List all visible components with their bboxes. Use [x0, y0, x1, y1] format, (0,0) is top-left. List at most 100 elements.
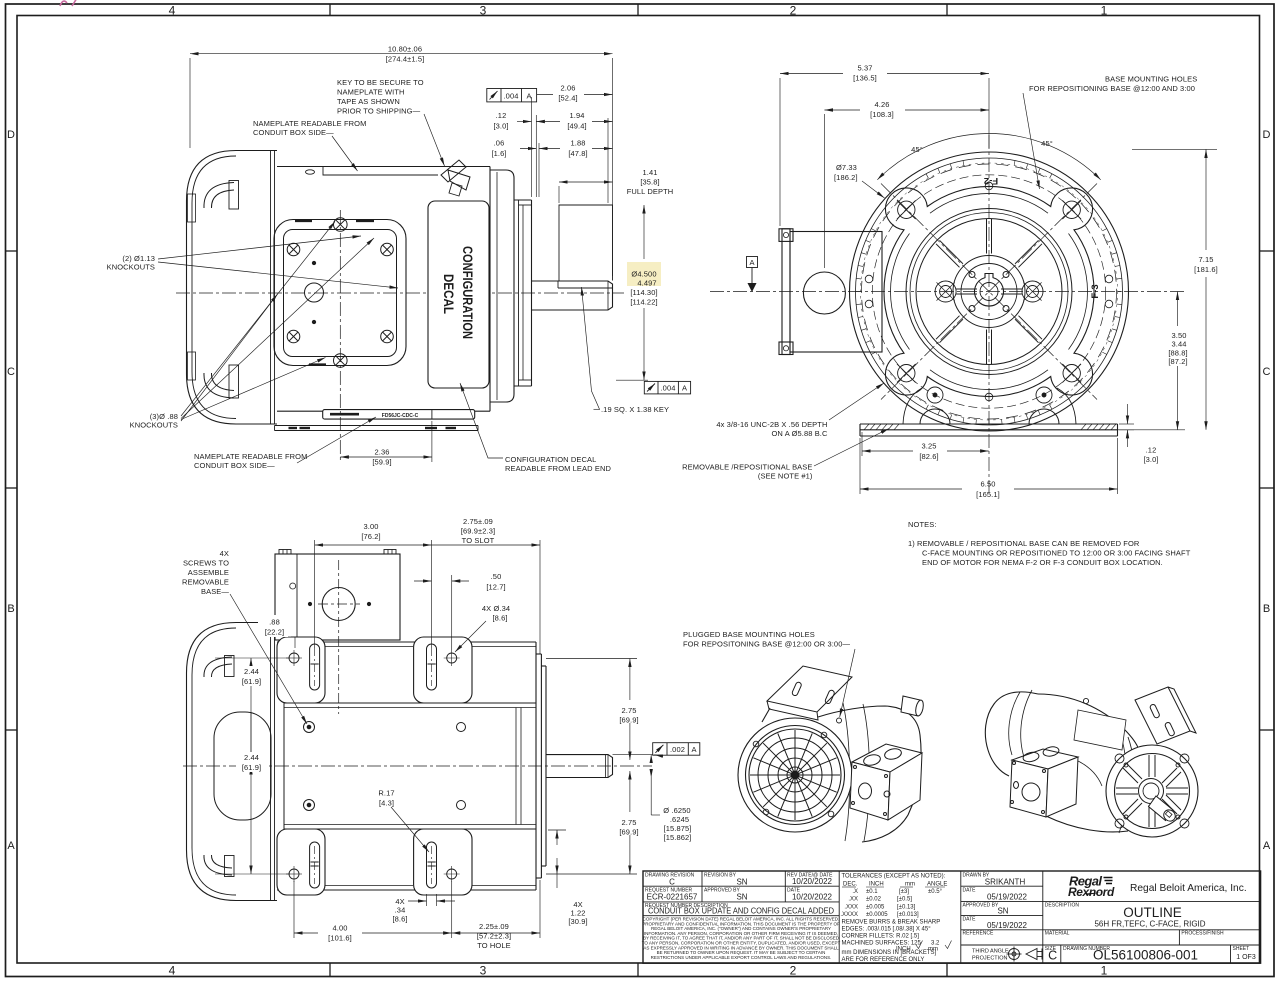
svg-text:CONDUIT BOX SIDE—: CONDUIT BOX SIDE—: [194, 461, 275, 470]
svg-text:A: A: [682, 384, 687, 393]
svg-text:[101.6]: [101.6]: [328, 934, 352, 943]
svg-text:NAMEPLATE READABLE FROM: NAMEPLATE READABLE FROM: [194, 452, 307, 461]
svg-text:A: A: [7, 840, 15, 852]
svg-text:ANGLE: ANGLE: [927, 882, 947, 888]
svg-text:DATE: DATE: [963, 917, 977, 923]
svg-text:[165.1]: [165.1]: [976, 490, 1000, 499]
svg-text:PRIOR TO SHIPPING—: PRIOR TO SHIPPING—: [337, 107, 421, 116]
svg-text:.50: .50: [491, 572, 502, 581]
svg-text:.XXX: .XXX: [844, 905, 858, 911]
svg-text:.XX: .XX: [848, 897, 858, 903]
svg-text:F-2: F-2: [984, 175, 998, 186]
svg-text:[87.2]: [87.2]: [1168, 357, 1187, 366]
svg-text:APPROVED BY: APPROVED BY: [963, 903, 1000, 909]
svg-text:[59.9]: [59.9]: [372, 458, 391, 467]
svg-text:APPROVED BY: APPROVED BY: [704, 888, 741, 894]
svg-text:DRAWING REVISION: DRAWING REVISION: [645, 873, 695, 879]
svg-text:3.50: 3.50: [1172, 331, 1187, 340]
svg-text:.X: .X: [852, 889, 858, 895]
svg-text:PLUGGED BASE MOUNTING HOLES: PLUGGED BASE MOUNTING HOLES: [683, 630, 815, 639]
svg-text:SHEET: SHEET: [1233, 946, 1250, 952]
svg-text:REMOVABLE: REMOVABLE: [182, 578, 229, 587]
svg-text:C: C: [669, 878, 675, 887]
svg-text:[61.9]: [61.9]: [242, 763, 261, 772]
svg-text:05/19/2022: 05/19/2022: [987, 921, 1028, 930]
svg-text:.34: .34: [395, 906, 406, 915]
svg-text:±0.1: ±0.1: [866, 889, 878, 895]
svg-text:4.26: 4.26: [875, 100, 890, 109]
svg-text:3: 3: [480, 4, 487, 18]
svg-text:[22.2]: [22.2]: [265, 628, 284, 637]
svg-text:[±3]: [±3]: [899, 889, 909, 895]
svg-text:[49.4]: [49.4]: [567, 122, 586, 131]
svg-text:TAPE AS SHOWN: TAPE AS SHOWN: [337, 97, 400, 106]
svg-text:ON A Ø5.88 B.C: ON A Ø5.88 B.C: [771, 429, 827, 438]
svg-text:3: 3: [480, 964, 487, 978]
svg-text:[30.9]: [30.9]: [568, 917, 587, 926]
svg-text:NAMEPLATE WITH: NAMEPLATE WITH: [337, 88, 405, 97]
svg-text:.004: .004: [504, 92, 519, 101]
svg-text:Ø7.33: Ø7.33: [836, 163, 857, 172]
svg-text:4X: 4X: [573, 900, 582, 909]
svg-text:[61.9]: [61.9]: [242, 677, 261, 686]
svg-text:A: A: [691, 745, 696, 754]
svg-text:[186.2]: [186.2]: [834, 173, 858, 182]
svg-text:.19 SQ. X 1.38 KEY: .19 SQ. X 1.38 KEY: [601, 405, 669, 414]
svg-text:1.41: 1.41: [643, 168, 658, 177]
svg-text:.12: .12: [496, 111, 507, 120]
svg-text:NAMEPLATE READABLE FROM: NAMEPLATE READABLE FROM: [253, 119, 366, 128]
svg-text:[108.3]: [108.3]: [870, 110, 894, 119]
svg-text:SIZE: SIZE: [1045, 946, 1057, 952]
svg-text:KEY TO BE SECURE TO: KEY TO BE SECURE TO: [337, 78, 424, 87]
svg-text:A: A: [526, 92, 531, 101]
svg-text:[47.8]: [47.8]: [568, 149, 587, 158]
svg-text:TO HOLE: TO HOLE: [477, 941, 511, 950]
svg-text:C: C: [1263, 366, 1271, 378]
svg-text:1: 1: [1101, 4, 1108, 18]
svg-text:10.80±.06: 10.80±.06: [388, 45, 422, 54]
svg-text:1 OF3: 1 OF3: [1236, 954, 1256, 961]
svg-text:TO ANY PERSON, CORPORATION OR: TO ANY PERSON, CORPORATION OR OTHER ENTI…: [642, 941, 841, 946]
svg-text:1: 1: [1101, 964, 1108, 978]
svg-text:BY RECEIVING IT, TO AGREE THAT: BY RECEIVING IT, TO AGREE THAT IT, AND/O…: [643, 936, 840, 941]
svg-text:EDGES: .003/.015 [.08/.38] X: EDGES: .003/.015 [.08/.38] X 45°: [842, 927, 932, 933]
svg-text:±0.02: ±0.02: [866, 897, 882, 903]
svg-text:END OF MOTOR FOR NEMA F-2 OR F: END OF MOTOR FOR NEMA F-2 OR F-3 CONDUIT…: [922, 558, 1163, 567]
svg-text:FOR REPOSITONING BASE @12:00 O: FOR REPOSITONING BASE @12:00 OR 3:00—: [683, 640, 850, 649]
svg-text:C: C: [7, 366, 15, 378]
svg-text:[76.2]: [76.2]: [361, 532, 380, 541]
svg-text:.6245: .6245: [670, 815, 689, 824]
svg-text:[114.30]: [114.30]: [630, 288, 657, 297]
svg-text:.12: .12: [1146, 446, 1157, 455]
svg-text:KNOCKOUTS: KNOCKOUTS: [130, 421, 178, 430]
svg-text:.XXXX: .XXXX: [840, 912, 858, 918]
svg-text:2.44: 2.44: [244, 753, 259, 762]
svg-text:45°: 45°: [1041, 139, 1053, 148]
svg-text:FULL DEPTH: FULL DEPTH: [627, 187, 674, 196]
svg-text:2: 2: [790, 4, 797, 18]
svg-text:10/20/2022: 10/20/2022: [792, 877, 833, 886]
svg-text:ARE FOR REFERENCE ONLY: ARE FOR REFERENCE ONLY: [842, 957, 925, 963]
svg-text:B: B: [7, 603, 14, 615]
svg-text:[±0.013]: [±0.013]: [897, 912, 919, 918]
svg-text:3.2: 3.2: [931, 941, 940, 947]
svg-text:[181.6]: [181.6]: [1194, 265, 1218, 274]
svg-text:REFERENCE: REFERENCE: [963, 931, 995, 937]
svg-text:SN: SN: [736, 893, 747, 902]
svg-text:INCH: INCH: [869, 882, 884, 888]
svg-text:INFORMATION. ANY PERSON, CORPO: INFORMATION. ANY PERSON, CORPORATION OR …: [644, 931, 838, 936]
svg-text:NOTES:: NOTES:: [908, 520, 937, 529]
svg-text:[8.6]: [8.6]: [492, 614, 507, 623]
svg-text:REQUEST NUMBER: REQUEST NUMBER: [645, 888, 693, 894]
svg-text:[69.9]: [69.9]: [619, 716, 638, 725]
svg-text:D: D: [1263, 129, 1271, 141]
svg-text:OL56100806-001: OL56100806-001: [1093, 948, 1198, 963]
svg-text:6.50: 6.50: [981, 480, 996, 489]
svg-text:DATE: DATE: [787, 888, 801, 894]
svg-text:THIRD ANGLE: THIRD ANGLE: [972, 949, 1009, 955]
svg-text:CONDUIT BOX SIDE—: CONDUIT BOX SIDE—: [253, 128, 334, 137]
svg-text:MACHINED SURFACES: 125: MACHINED SURFACES: 125: [842, 941, 922, 947]
svg-text:[57.2±2.3]: [57.2±2.3]: [477, 932, 511, 941]
svg-text:±0.0005: ±0.0005: [866, 912, 888, 918]
svg-text:D: D: [7, 129, 15, 141]
